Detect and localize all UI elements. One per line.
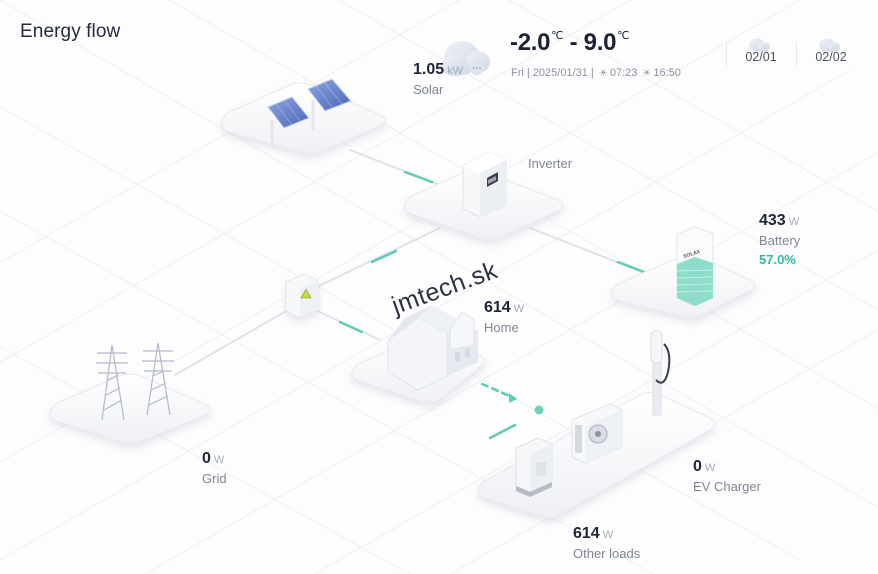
inverter-label[interactable]: Inverter [528,156,573,171]
sunrise-time: 07:23 [609,67,638,79]
svg-text:SOLAX: SOLAX [683,249,702,260]
solar-value: 1.05 [413,61,445,78]
ev-unit: W [704,462,716,474]
home-name: Home [484,320,519,335]
temp-high: 9.0 [583,29,617,56]
forecast-day-1[interactable]: 02/01 [736,36,786,64]
grid-value: 0 [202,450,211,467]
solar-name: Solar [413,82,444,97]
page-title: Energy flow [20,21,121,42]
forecast-cloud-icon-1 [749,38,770,52]
solar-unit: kW [447,65,464,77]
sunset-icon: ☀ [642,68,652,79]
ev-name: EV Charger [693,479,761,494]
ev-charger-icon [650,330,671,416]
other-name: Other loads [573,546,641,561]
battery-unit: W [788,216,800,228]
temp-low: -2.0 [510,29,551,56]
solar-panels-icon [267,78,352,148]
other-unit: W [602,529,614,541]
weather-widget: -2.0℃ - 9.0℃ Fri | 2025/01/31 | ☀07:23 ☀… [0,0,878,100]
weather-date: 2025/01/31 [532,67,588,79]
temp-separator: - [569,29,578,56]
storage-unit-icon [515,437,553,497]
weather-day: Fri [511,67,524,79]
weather-cloud-icon [441,41,490,76]
ev-value: 0 [693,458,702,475]
temperature-range: -2.0℃ - 9.0℃ [510,29,630,56]
battery-value: 433 [759,212,786,229]
grid-name: Grid [202,471,227,486]
battery-name: Battery [759,233,801,248]
divider [796,42,797,66]
grid-unit: W [213,454,225,466]
home-unit: W [513,303,525,315]
battery-icon: SOLAX [676,226,714,307]
sunrise-icon: ☀ [598,68,608,79]
house-icon [387,305,478,391]
inverter-icon [462,151,507,218]
grid-platform [49,373,211,445]
junction-box-icon [285,273,319,319]
forecast-cloud-icon-2 [819,38,840,52]
sunset-time: 16:50 [653,67,681,79]
other-value: 614 [573,525,600,542]
forecast-date: 02/02 [815,50,847,64]
weather-meta: Fri | 2025/01/31 | ☀07:23 ☀16:50 [511,67,681,79]
forecast-day-2[interactable]: 02/02 [806,36,856,64]
heat-pump-icon [571,403,623,464]
home-value: 614 [484,299,511,316]
power-tower-icon [96,342,174,421]
battery-soc: 57.0% [759,252,796,267]
forecast-date: 02/01 [745,50,777,64]
divider [726,42,727,66]
